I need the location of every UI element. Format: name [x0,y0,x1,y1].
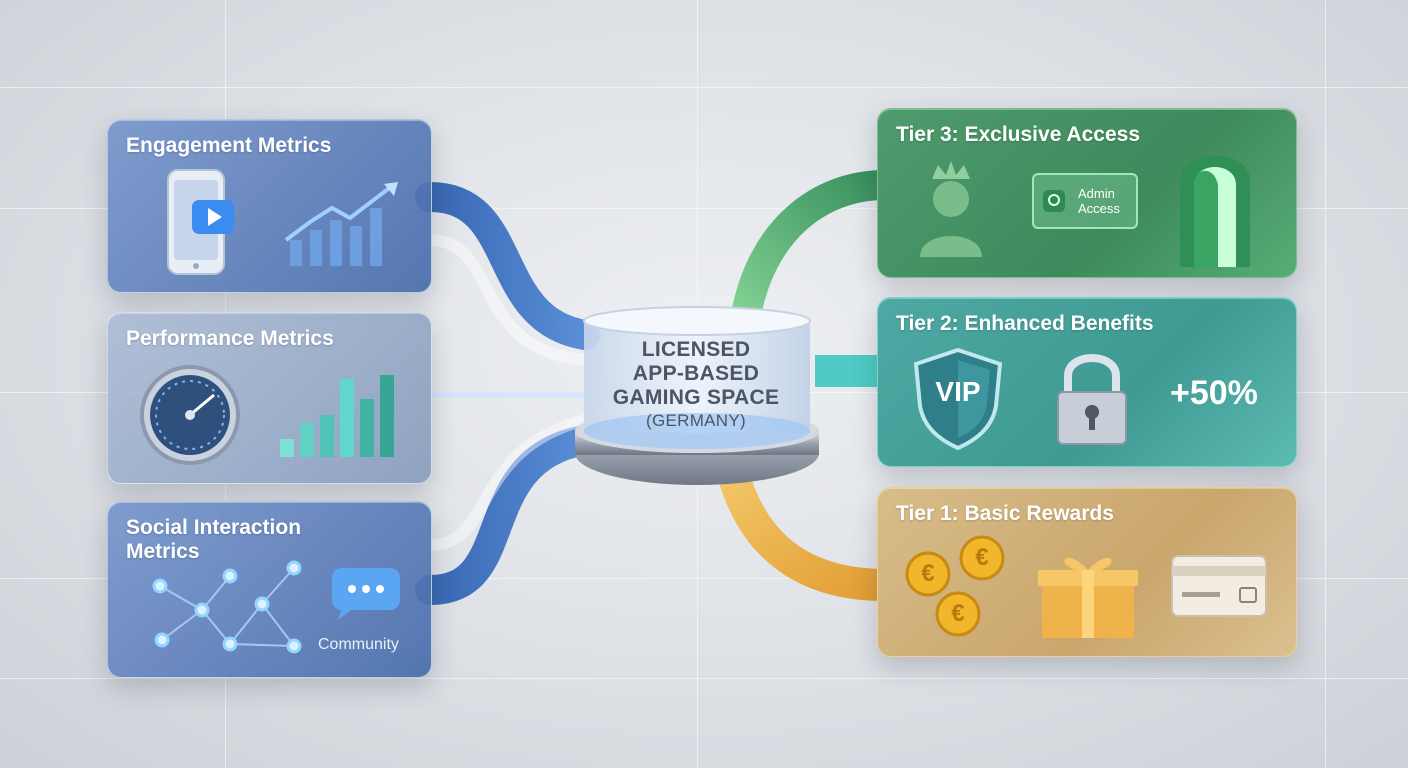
chat-bubble-icon [332,568,400,620]
grid-line [0,578,1408,579]
title-line-1: Social Interaction [126,516,302,539]
grid-line [0,678,1408,679]
coin-symbol: € [951,600,965,627]
gift-box-icon [1038,557,1138,638]
coin-symbol: € [921,560,935,587]
phone-video-icon [167,169,234,275]
location-pin-icon [1043,190,1065,212]
panel-title: Performance Metrics [126,327,334,350]
growth-chart-icon [284,182,398,266]
flow-tier2 [815,355,885,387]
crowned-user-icon [920,161,982,257]
panel-performance-metrics: Performance Metrics [107,312,432,484]
panel-social-interaction-metrics: Social Interaction Metrics Community [107,501,432,678]
hub-title-line-1: LICENSED [641,338,751,361]
community-label: Community [318,636,399,653]
flow-engagement [415,182,600,350]
title-line-2: Metrics [126,540,200,563]
euro-coins-icon [905,535,1005,637]
flow-tier3 [730,170,900,335]
badge-line-2: Access [1078,201,1120,216]
panel-title: Tier 2: Enhanced Benefits [896,312,1154,335]
padlock-icon [1057,354,1127,445]
hub-title-line-2: APP-BASED [632,362,760,385]
bonus-value: +50% [1170,374,1258,412]
panel-tier-3: Tier 3: Exclusive Access Admin Access [877,108,1297,278]
vip-shield-icon [913,347,1003,450]
hub-subtitle: (GERMANY) [646,411,746,430]
card-icon [1171,555,1267,617]
panel-title: Engagement Metrics [126,134,332,157]
grid-line [1325,0,1326,768]
panel-tier-2: Tier 2: Enhanced Benefits VIP +50% [877,297,1297,467]
flow-social [415,425,600,605]
hub-cylinder [575,306,819,485]
admin-access-badge: Admin Access [1032,173,1138,229]
panel-tier-1: Tier 1: Basic Rewards € € € [877,487,1297,657]
coin-symbol: € [975,544,989,571]
panel-title: Social Interaction Metrics [126,516,301,564]
network-graph-icon [152,560,302,654]
panel-title: Tier 1: Basic Rewards [896,502,1114,525]
speedometer-icon [140,365,240,465]
panel-title: Tier 3: Exclusive Access [896,123,1140,146]
grid-line [0,208,1408,209]
flow-engagement-glass [429,234,586,366]
vip-label: VIP [935,376,981,407]
flow-tier1 [719,464,901,601]
archway-door-icon [1180,155,1250,267]
badge-line-1: Admin [1078,186,1115,201]
grid-line [0,87,1408,88]
performance-bars-icon [280,375,394,457]
hub-title-line-3: GAMING SPACE [612,386,780,409]
flow-social-glass [429,414,587,551]
panel-engagement-metrics: Engagement Metrics [107,119,432,293]
